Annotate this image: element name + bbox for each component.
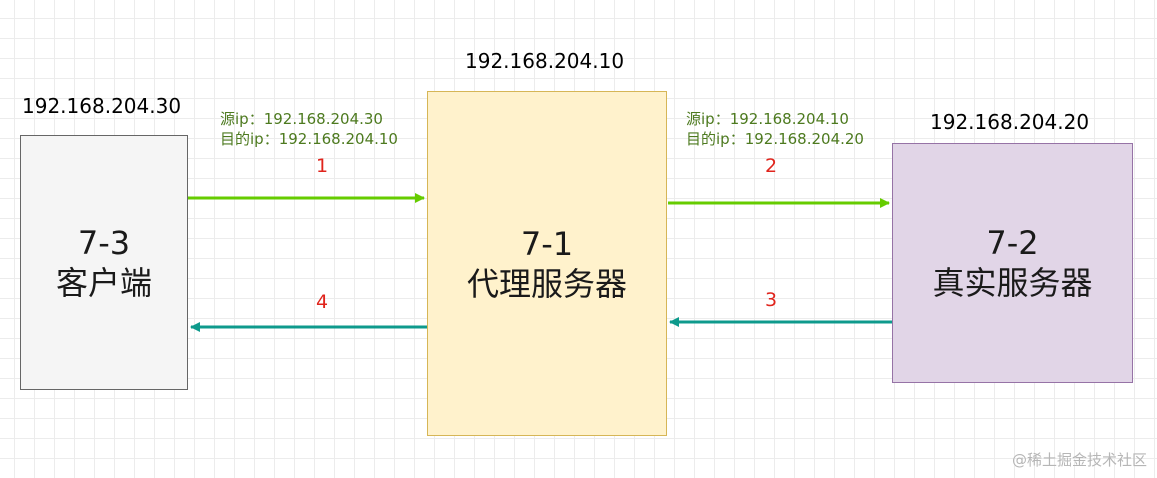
source-ip-note: 源ip：192.168.204.30 [220,110,383,128]
server-id: 7-2 [986,224,1039,262]
client-id: 7-3 [77,223,131,262]
step-number-1: 1 [316,155,329,177]
step-number-2: 2 [765,155,778,177]
server-ip-label: 192.168.204.20 [930,110,1090,134]
server-role: 真实服务器 [932,264,1093,302]
watermark: @稀土掘金技术社区 [1011,451,1147,469]
proxy-ip-label: 192.168.204.10 [465,49,625,73]
proxy-role: 代理服务器 [466,264,627,303]
destination-ip-note: 目的ip：192.168.204.20 [686,130,864,148]
client-role: 客户端 [55,263,152,302]
request-note-left: 源ip：192.168.204.30 目的ip：192.168.204.10 [220,109,398,149]
request-note-right: 源ip：192.168.204.10 目的ip：192.168.204.20 [686,109,864,149]
step-number-4: 4 [316,291,329,313]
proxy-id: 7-1 [520,224,574,263]
proxy-server-node: 7-1 代理服务器 [427,91,667,436]
step-number-3: 3 [765,289,778,311]
destination-ip-note: 目的ip：192.168.204.10 [220,130,398,148]
client-ip-label: 192.168.204.30 [22,94,182,118]
real-server-node: 7-2 真实服务器 [892,143,1133,383]
source-ip-note: 源ip：192.168.204.10 [686,110,849,128]
client-node: 7-3 客户端 [20,135,188,390]
